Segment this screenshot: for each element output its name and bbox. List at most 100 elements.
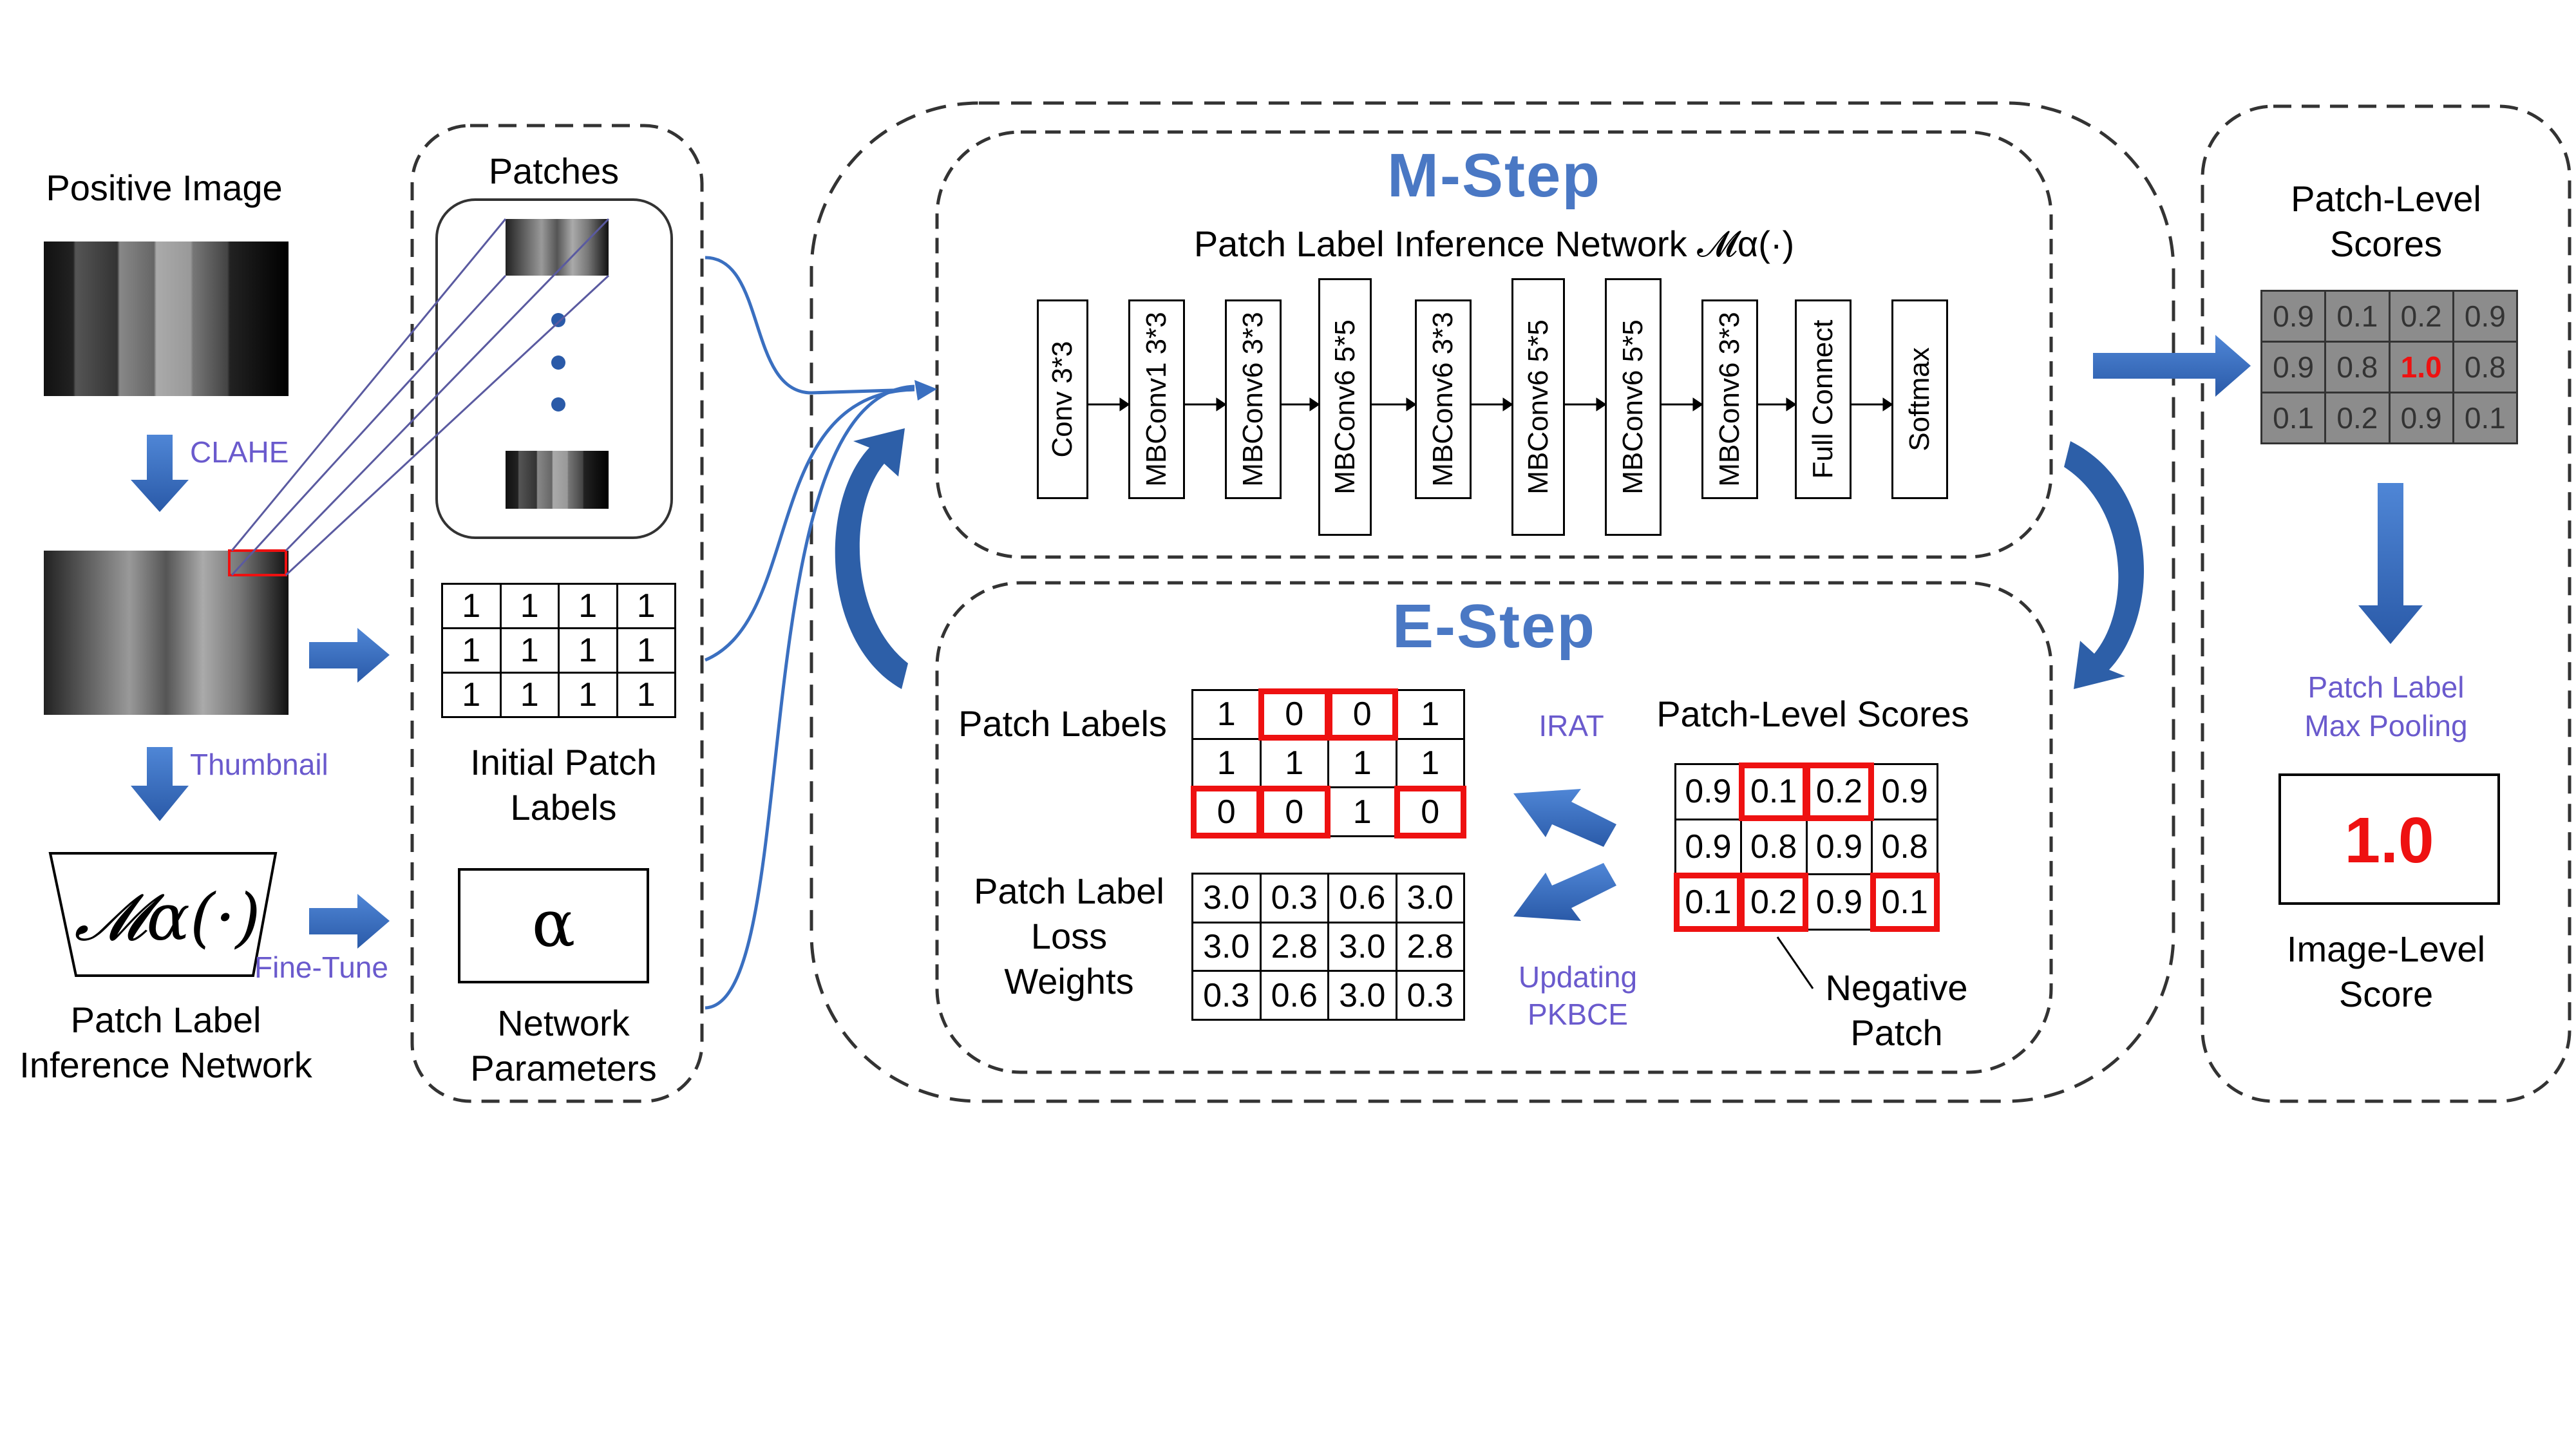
grid-cell: 0.9	[2452, 290, 2519, 343]
patch-thumb-top	[506, 219, 609, 276]
grid-cell: 0.9	[1805, 873, 1873, 931]
grid-cell: 0.3	[1191, 970, 1262, 1021]
layer-mbconv6-e: MBConv6 5*5	[1605, 278, 1662, 536]
grid-cell: 3.0	[1191, 921, 1262, 972]
clahe-image	[44, 551, 289, 715]
layer-mbconv6-a: MBConv6 3*3	[1225, 299, 1282, 499]
grid-cell: 1	[616, 627, 676, 674]
grid-cell: 0.3	[1259, 873, 1329, 923]
grid-cell: 0.8	[1739, 818, 1808, 876]
m-step-title: M-Step	[1387, 141, 1601, 210]
irat-label: IRAT	[1539, 709, 1604, 743]
layer-full-connect: Full Connect	[1795, 299, 1852, 499]
grid-cell: 0.1	[1870, 872, 1940, 932]
layer-label: MBConv6 3*3	[1427, 312, 1459, 487]
initial-labels-caption-1: Initial Patch	[470, 742, 657, 782]
grid-cell: 0.6	[1327, 873, 1397, 923]
grid-cell: 1	[1191, 689, 1262, 740]
grid-cell: 0.9	[1871, 763, 1938, 820]
grid-cell: 0.1	[1673, 872, 1743, 932]
grid-cell: 1	[1395, 689, 1465, 740]
e-step-title: E-Step	[1392, 592, 1596, 661]
initial-labels-caption-2: Labels	[510, 787, 617, 828]
grid-cell: 1	[616, 583, 676, 629]
layer-label: MBConv6 5*5	[1617, 319, 1649, 495]
grid-cell: 0.9	[1674, 763, 1742, 820]
negative-patch-label-2: Patch	[1850, 1012, 1943, 1053]
grid-cell: 0.1	[2452, 392, 2519, 444]
final-score-box	[2278, 773, 2500, 905]
params-caption-1: Network	[497, 1003, 630, 1043]
grid-cell: 2.8	[1395, 921, 1465, 972]
grid-cell: 3.0	[1395, 873, 1465, 923]
grid-cell: 0	[1258, 785, 1331, 838]
grid-cell: 3.0	[1327, 921, 1397, 972]
grid-cell: 0	[1258, 688, 1331, 741]
layer-label: MBConv1 3*3	[1141, 312, 1172, 487]
weights-caption-3: Weights	[1004, 961, 1134, 1001]
grid-cell: 2.8	[1259, 921, 1329, 972]
layer-label: Full Connect	[1807, 319, 1839, 479]
patch-thumb-bottom	[506, 451, 609, 509]
grid-cell: 0.2	[1739, 872, 1808, 932]
grid-cell: 0.9	[2260, 341, 2327, 393]
em-group-box	[810, 101, 2175, 1103]
selected-patch-box	[228, 549, 287, 576]
grid-cell: 1	[441, 672, 502, 718]
grid-cell: 1.0	[2388, 341, 2454, 393]
layer-mbconv1: MBConv1 3*3	[1128, 299, 1185, 499]
updating-label-1: Updating	[1518, 960, 1638, 994]
grid-cell: 0.9	[2260, 290, 2327, 343]
positive-image-label: Positive Image	[46, 167, 283, 208]
weights-caption-2: Loss	[1030, 916, 1108, 956]
grid-cell: 3.0	[1327, 970, 1397, 1021]
grid-cell: 1	[1395, 737, 1465, 789]
output-scores-title-2: Scores	[2329, 223, 2443, 264]
grid-cell: 1	[616, 672, 676, 718]
grid-cell: 0.8	[2324, 341, 2391, 393]
updating-label-2: PKBCE	[1528, 998, 1628, 1031]
grid-cell: 0.9	[2388, 392, 2454, 444]
m-step-flow-arrows	[1088, 397, 1893, 412]
grid-cell: 0.2	[2388, 290, 2454, 343]
layer-mbconv6-c: MBConv6 3*3	[1415, 299, 1472, 499]
grid-cell: 0	[1326, 688, 1398, 741]
grid-cell: 1	[558, 672, 618, 718]
grid-cell: 1	[441, 627, 502, 674]
layer-label: MBConv6 5*5	[1522, 319, 1554, 495]
grid-cell: 1	[1259, 737, 1329, 789]
layer-label: Conv 3*3	[1046, 341, 1078, 458]
grid-cell: 1	[499, 627, 560, 674]
negative-patch-pointer	[1776, 936, 1814, 989]
grid-cell: 3.0	[1191, 873, 1262, 923]
model-caption-line-1: Patch Label	[70, 999, 261, 1040]
grid-cell: 1	[1327, 786, 1397, 837]
grid-cell: 0.8	[1871, 818, 1938, 876]
alpha-symbol: α	[531, 886, 576, 961]
patch-labels-label: Patch Labels	[958, 703, 1167, 744]
layer-label: MBConv6 5*5	[1329, 319, 1361, 495]
image-score-label-2: Score	[2338, 974, 2434, 1014]
layer-mbconv6-d: MBConv6 5*5	[1511, 278, 1565, 536]
weights-caption-1: Patch Label	[974, 871, 1164, 911]
m-step-box	[935, 130, 2053, 559]
patches-label: Patches	[488, 151, 620, 191]
grid-cell: 0.3	[1395, 970, 1465, 1021]
thumbnail-label: Thumbnail	[190, 748, 328, 781]
layer-label: MBConv6 3*3	[1714, 312, 1745, 487]
grid-cell: 1	[558, 583, 618, 629]
layer-label: Softmax	[1904, 347, 1935, 451]
clahe-label: CLAHE	[190, 435, 289, 469]
patches-group-box	[410, 124, 704, 1103]
grid-cell: 1	[1191, 737, 1262, 789]
fine-tune-label: Fine-Tune	[254, 951, 388, 984]
model-trapezoid	[48, 852, 278, 977]
grid-cell: 0.1	[1739, 762, 1808, 822]
model-caption-line-2: Inference Network	[19, 1045, 312, 1085]
grid-cell: 0.2	[2324, 392, 2391, 444]
grid-cell: 1	[441, 583, 502, 629]
